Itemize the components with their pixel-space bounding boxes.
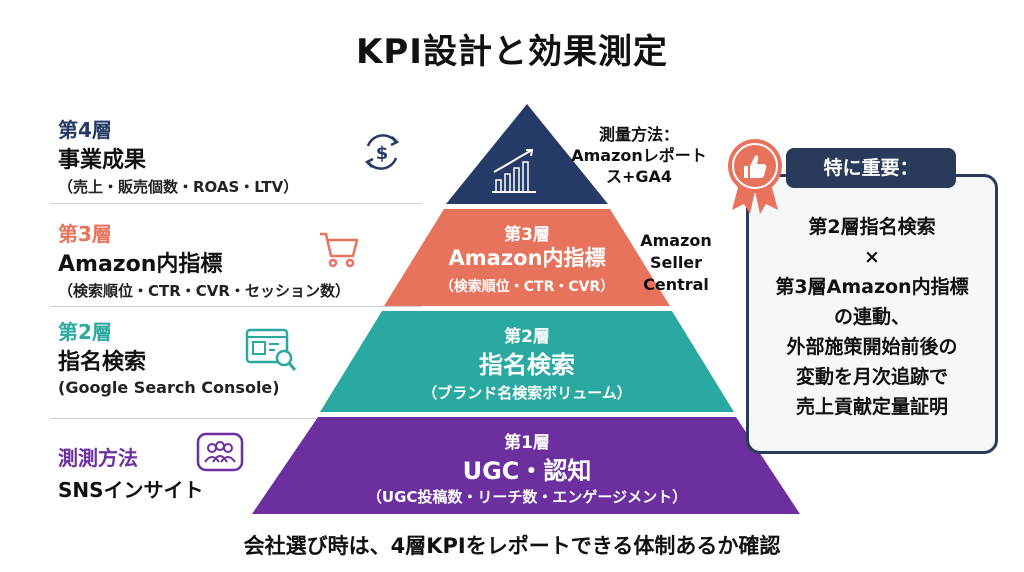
method-top-line: ス+GA4 (605, 167, 673, 186)
card-line: 外部施策開始前後の (786, 336, 958, 358)
card-line: × (864, 246, 880, 268)
tier3-name: Amazon内指標 (58, 252, 223, 277)
divider (50, 418, 422, 419)
tier4-label: 第4層 (58, 118, 112, 142)
users-icon (196, 432, 244, 472)
footer-note: 会社選び時は、4層KPIをレポートできる体制あるか確認 (243, 534, 781, 558)
page-title: KPI設計と効果測定 (356, 32, 668, 72)
tier1-name: SNSインサイト (58, 478, 204, 502)
tier3-label: 第3層 (58, 222, 112, 246)
pyramid-tier3-name: Amazon内指標 (448, 246, 606, 270)
svg-text:$: $ (376, 143, 389, 164)
card-line: 変動を月次追跡で (795, 366, 948, 388)
important-card-title: 特に重要： (786, 148, 956, 188)
method-amazon-line: Amazon (640, 231, 712, 250)
pyramid-tier3-sub: （検索順位・CTR・CVR） (439, 279, 615, 295)
search-analytics-icon (245, 328, 297, 371)
tier2-sub: (Google Search Console) (58, 378, 280, 397)
tier4-sub: （売上・販売個数・ROAS・LTV） (58, 178, 299, 196)
pyramid-tier1-label: 第1層 (504, 433, 550, 453)
card-line: 第3層Amazon内指標 (775, 276, 969, 298)
important-card-body: 第2層指名検索 × 第3層Amazon内指標 の連動、 外部施策開始前後の 変動… (746, 212, 998, 422)
method-top-line: Amazonレポート (571, 146, 707, 165)
tier2-label: 第2層 (58, 320, 112, 344)
shopping-cart-icon (320, 232, 359, 268)
thumbs-up-badge-icon (728, 139, 782, 214)
divider (50, 306, 422, 307)
method-top: 測量方法： Amazonレポート ス+GA4 (544, 124, 734, 187)
card-line: 第2層指名検索 (808, 216, 936, 238)
pyramid-tier3-label: 第3層 (504, 225, 550, 245)
method-amazon-line: Central (643, 275, 709, 294)
tier4-name: 事業成果 (58, 148, 147, 173)
pyramid-tier2-name: 指名検索 (479, 351, 575, 379)
pyramid-tier2-label: 第2層 (504, 327, 550, 347)
divider (50, 203, 422, 204)
pyramid-tier2-sub: （ブランド名検索ボリューム） (422, 384, 632, 402)
pyramid-tier3 (384, 209, 670, 306)
card-line: の連動、 (833, 306, 910, 328)
card-line: 売上貢献定量証明 (795, 396, 948, 418)
method-amazon: Amazon Seller Central (624, 230, 728, 296)
method-top-line: 測量方法： (598, 125, 679, 144)
important-card (746, 174, 998, 454)
method-amazon-line: Seller (649, 253, 703, 272)
tier1-label: 測測方法 (58, 446, 138, 470)
dollar-cycle-icon: $ (364, 134, 400, 170)
pyramid-tier2 (320, 311, 734, 412)
tier3-sub: （検索順位・CTR・CVR・セッション数） (58, 282, 350, 300)
tier2-name: 指名検索 (58, 350, 147, 375)
pyramid-tier1 (252, 417, 800, 514)
pyramid-tier1-name: UGC・認知 (462, 457, 592, 485)
pyramid-tier1-sub: （UGC投稿数・リーチ数・エンゲージメント） (366, 488, 688, 506)
growth-chart-icon (492, 149, 536, 193)
